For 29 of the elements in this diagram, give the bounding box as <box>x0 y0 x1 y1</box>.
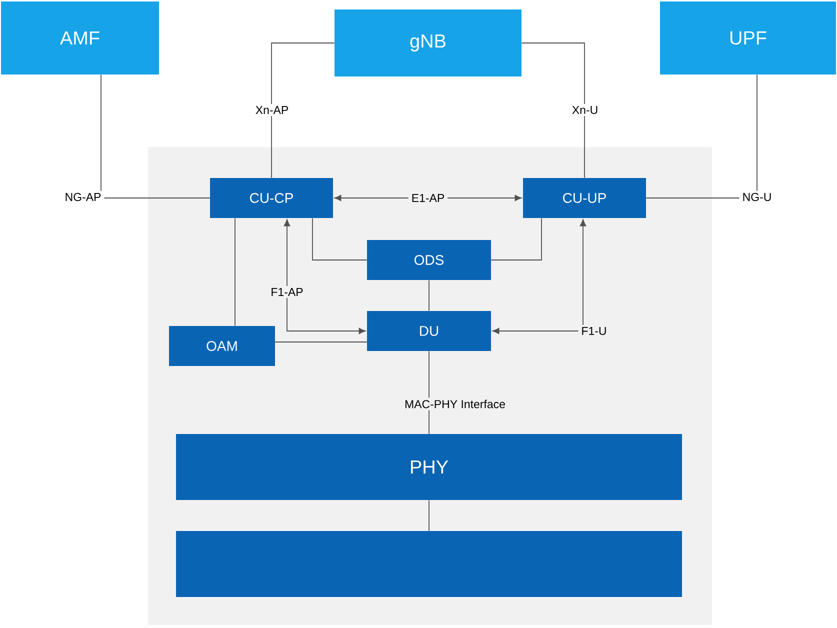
connector <box>271 42 335 178</box>
module-box: OAM <box>169 326 275 366</box>
module-box: CU-CP <box>210 178 333 218</box>
layer-bar <box>176 531 682 597</box>
connector <box>492 219 586 334</box>
edge-label: Xn-U <box>568 104 602 116</box>
server-box: UPF <box>660 2 836 74</box>
layer-bar: PHY <box>176 434 682 500</box>
connector <box>234 218 236 326</box>
connector <box>428 280 430 312</box>
server-box: AMF <box>1 2 159 74</box>
edge-label: Xn-AP <box>252 104 292 116</box>
connector <box>100 74 210 198</box>
edge-label: E1-AP <box>408 192 448 204</box>
edge-label: NG-U <box>739 190 775 204</box>
edge-label: MAC-PHY Interface <box>402 398 508 410</box>
edge-label: NG-AP <box>62 190 104 204</box>
module-box: DU <box>367 311 491 351</box>
edge-label: F1-U <box>578 324 610 337</box>
connector <box>428 500 430 532</box>
connector <box>521 42 585 178</box>
edge-label: F1-AP <box>268 286 306 298</box>
connector <box>490 218 542 260</box>
connector <box>312 218 368 260</box>
connector <box>646 74 758 198</box>
server-box: gNB <box>334 10 522 76</box>
connector <box>284 219 366 334</box>
module-box: CU-UP <box>523 178 646 218</box>
module-box: ODS <box>367 240 491 280</box>
